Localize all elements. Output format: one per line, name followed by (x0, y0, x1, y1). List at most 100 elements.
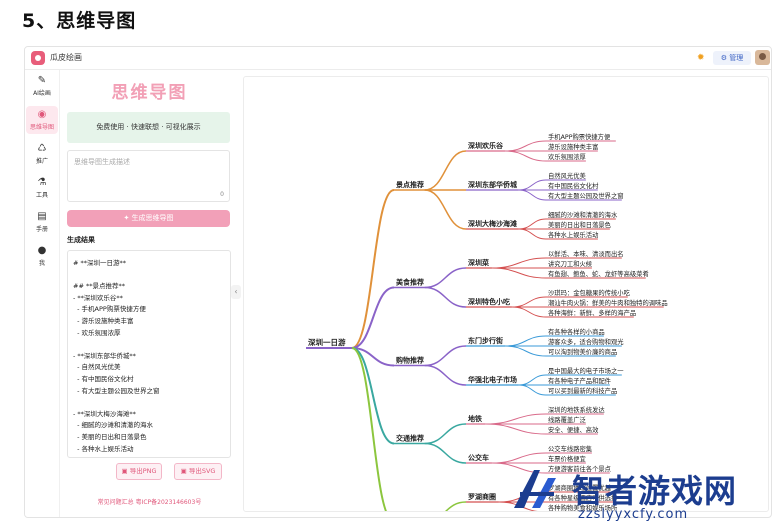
export-svg-label: 导出SVG (188, 467, 216, 475)
leaf-connector (505, 345, 547, 357)
branch-connector (351, 347, 395, 445)
mindmap-child: 公交车 (468, 453, 489, 462)
mindmap-leaf: 各种水上娱乐活动 (548, 230, 598, 239)
nav-label: 手册 (35, 226, 48, 233)
nav-item-me[interactable]: ●我 (26, 242, 58, 270)
leaf-connector (505, 140, 547, 152)
sun-icon[interactable]: ✹ (697, 53, 705, 63)
leaf-connector (505, 150, 547, 162)
mindmap-svg: 深圳一日游手机APP购票快捷方便游乐设施种类丰富欢乐氛围浓厚自然风光优美有中国民… (306, 132, 668, 511)
mindmap-leaf: 线路覆盖广泛 (548, 415, 586, 424)
child-connector (424, 189, 467, 230)
leaf-connector (485, 413, 547, 425)
footer-links[interactable]: 常见问题汇总 粤ICP备2023146603号 (97, 499, 202, 506)
child-connector (424, 286, 467, 308)
mindmap-leaf: 有各种电子产品和配件 (548, 376, 611, 385)
child-connector (424, 364, 467, 386)
mindmap-child: 华强北电子市场 (468, 375, 517, 384)
leaf-connector (518, 384, 547, 396)
mindmap-leaf: 安全、便捷、高效 (548, 425, 599, 434)
mindmap-child: 东门步行街 (468, 336, 503, 345)
nav-item-manual[interactable]: ▤手册 (26, 208, 58, 236)
export-png-button[interactable]: ▣ 导出PNG (116, 463, 162, 480)
mindmap-leaf: 罗湖商圈地理位置优越 (548, 483, 612, 492)
nav-item-promote[interactable]: ♺推广 (26, 140, 58, 168)
mindmap-leaf: 车票价格便宜 (548, 454, 586, 463)
leaf-connector (491, 267, 547, 279)
nav-item-tools[interactable]: ⚗工具 (26, 174, 58, 202)
app-title: 瓜皮绘画 (50, 53, 82, 62)
result-textbox[interactable]: # **深圳一日游**## **景点推荐**- **深圳欢乐谷** - 手机AP… (67, 250, 231, 458)
mindmap-child: 深圳大梅沙海滩 (468, 219, 517, 228)
chevron-left-icon: ‹ (234, 287, 238, 296)
side-nav: ✎ AI绘画 ◉思维导图 ♺推广 ⚗工具 ▤手册 ●我 (25, 70, 60, 517)
description-input[interactable]: 思维导图生成描述 0 (67, 150, 230, 202)
leaf-connector (511, 306, 547, 318)
nav-label: AI绘画 (33, 90, 51, 97)
child-connector (424, 150, 467, 191)
result-line: - 美丽的日出和日落景色 (73, 433, 147, 441)
result-line: - 欢乐氛围浓厚 (73, 328, 121, 337)
export-png-label: 导出PNG (129, 467, 157, 475)
mindmap-leaf: 是中国最大的电子市场之一 (548, 366, 624, 375)
leaf-connector (511, 296, 547, 308)
admin-label: 管理 (729, 54, 744, 62)
collapse-panel-button[interactable]: ‹ (231, 285, 241, 299)
image-icon: ▣ (180, 467, 187, 475)
mindmap-leaf: 沙琪玛：金包糖果的传统小吃 (548, 288, 631, 297)
nav-label: 推广 (35, 158, 48, 165)
mindmap-child: 罗湖商圈 (468, 492, 496, 501)
leaf-connector (491, 462, 547, 474)
nav-label: 我 (38, 260, 45, 267)
result-line: - 游乐设施种类丰富 (73, 317, 134, 325)
mindmap-root: 深圳一日游 (308, 337, 346, 347)
mindmap-branch: 景点推荐 (395, 180, 424, 189)
mindmap-child: 深圳特色小吃 (468, 297, 510, 306)
paint-icon: ✎ (37, 75, 47, 86)
nav-item-mindmap[interactable]: ◉思维导图 (26, 106, 58, 134)
child-connector (424, 442, 467, 464)
mindmap-leaf: 美丽的日出和日落景色 (548, 220, 612, 229)
leaf-connector (518, 228, 547, 240)
nav-item-ai-paint[interactable]: ✎ AI绘画 (26, 72, 58, 100)
avatar[interactable] (755, 50, 770, 65)
input-placeholder: 思维导图生成描述 (74, 158, 130, 166)
top-bar: 瓜皮绘画 ✹ ⚙ 管理 (25, 47, 771, 70)
image-icon: ▣ (121, 467, 128, 475)
admin-button[interactable]: ⚙ 管理 (713, 51, 751, 65)
child-connector (424, 345, 467, 367)
mindmap-leaf: 欢乐氛围浓厚 (548, 152, 586, 161)
mindmap-leaf: 细腻的沙滩和清澈的海水 (548, 210, 618, 219)
mindmap-leaf: 讲究刀工和火候 (548, 259, 593, 268)
mindmap-leaf: 方便游客前往各个景点 (548, 464, 611, 473)
child-connector (445, 501, 467, 511)
app-window: 瓜皮绘画 ✹ ⚙ 管理 ✎ AI绘画 ◉思维导图 ♺推广 ⚗工具 ▤手册 ●我 思… (24, 46, 772, 518)
mindmap-leaf: 游客众多，适合购物和观光 (548, 337, 624, 346)
result-line: - **深圳欢乐谷** (73, 293, 123, 302)
mindmap-leaf: 自然风光优美 (548, 171, 586, 180)
watermark-url: zzslyyxcfy.com (578, 507, 689, 522)
mindmap-branch: 美食推荐 (396, 278, 424, 287)
nav-label: 思维导图 (29, 124, 54, 131)
panel-title: 思维导图 (111, 83, 188, 103)
result-line: - **深圳东部华侨城** (73, 351, 136, 360)
mindmap-child: 深圳欢乐谷 (468, 141, 504, 150)
leaf-connector (485, 423, 547, 435)
mindmap-leaf: 可以买到最新的科技产品 (548, 386, 617, 395)
leaf-connector (518, 218, 547, 230)
mindmap-leaf: 有各种星级酒店可供选择 (548, 493, 618, 502)
mindmap-leaf: 公交车线路密集 (548, 444, 593, 453)
mindmap-canvas[interactable]: 深圳一日游手机APP购票快捷方便游乐设施种类丰富欢乐氛围浓厚自然风光优美有中国民… (243, 76, 769, 512)
leaf-connector (491, 257, 547, 269)
app-logo-icon (31, 51, 45, 65)
child-connector (424, 267, 467, 289)
leaf-connector (505, 335, 547, 347)
leaf-connector (518, 179, 547, 191)
generate-label: 生成思维导图 (131, 214, 174, 222)
mindmap-child: 地铁 (468, 414, 482, 423)
branch-connector (351, 347, 395, 367)
mindmap-panel: 思维导图 免费使用 · 快速联想 · 可视化展示 思维导图生成描述 0 ✦ 生成… (61, 70, 238, 517)
branch-connector (351, 347, 388, 511)
generate-button[interactable]: ✦ 生成思维导图 (67, 210, 230, 227)
export-svg-button[interactable]: ▣ 导出SVG (174, 463, 222, 480)
